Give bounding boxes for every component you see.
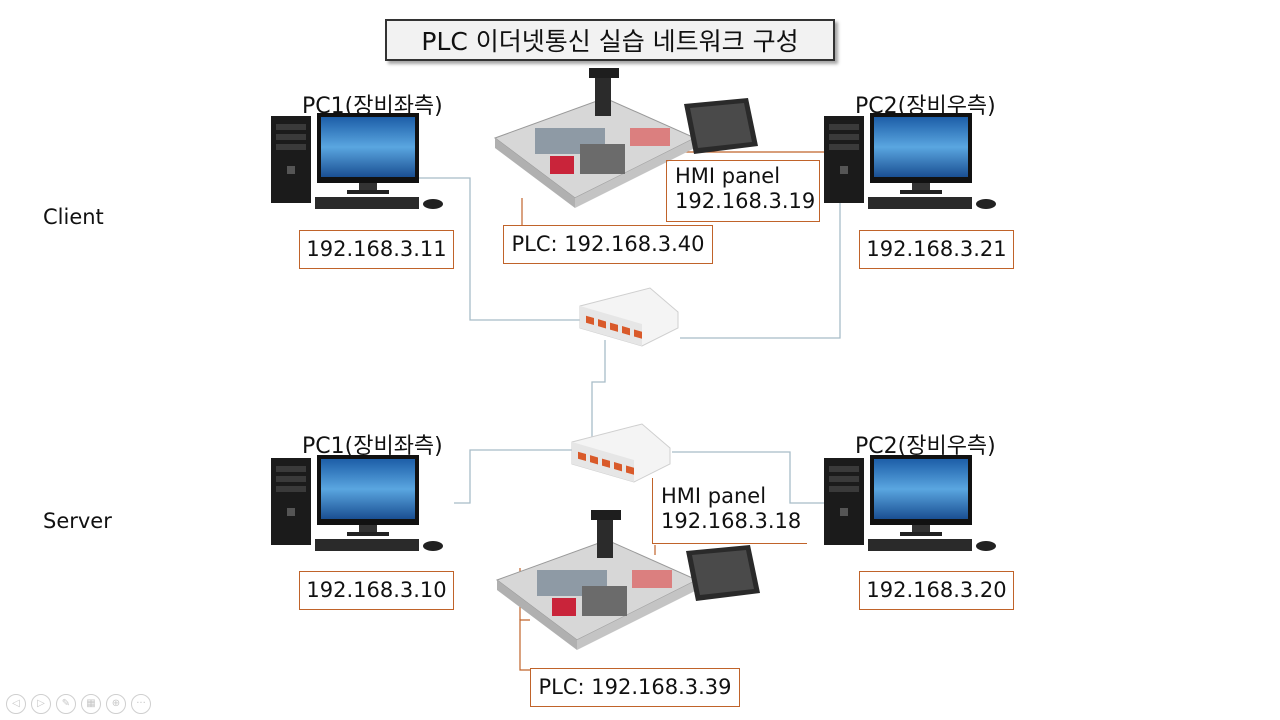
- client-network-switch-icon: [579, 287, 679, 347]
- zoom-icon[interactable]: ⊕: [106, 694, 126, 714]
- server-pc1-name: PC1(장비좌측): [302, 434, 443, 459]
- server-pc1-computer-icon: [271, 455, 443, 551]
- client-pc1-name: PC1(장비좌측): [302, 94, 443, 119]
- client-pc1-ip: 192.168.3.11: [299, 230, 454, 269]
- server-network-switch-icon: [571, 423, 671, 483]
- previous-icon[interactable]: ◁: [6, 694, 26, 714]
- client-hmi-name: HMI panel: [675, 164, 781, 188]
- next-icon[interactable]: ▷: [31, 694, 51, 714]
- client-plc-trainer-image: [494, 67, 696, 209]
- client-hmi-panel-image: [684, 98, 758, 154]
- client-pc1-computer-icon: [271, 113, 443, 209]
- server-hmi-ip: 192.168.3.18: [661, 509, 802, 533]
- server-pc2-name: PC2(장비우측): [855, 434, 996, 459]
- client-pc2-ip: 192.168.3.21: [859, 230, 1014, 269]
- slides-icon[interactable]: ▦: [81, 694, 101, 714]
- server-hmi-name: HMI panel: [661, 484, 767, 508]
- page-title: PLC 이더넷통신 실습 네트워크 구성: [385, 19, 835, 61]
- client-plc-ip: PLC: 192.168.3.40: [503, 225, 713, 264]
- client-pc2-name: PC2(장비우측): [855, 94, 996, 119]
- server-section-label: Server: [43, 509, 112, 533]
- server-pc1-ip: 192.168.3.10: [299, 571, 454, 610]
- slideshow-toolbar: ◁ ▷ ✎ ▦ ⊕ ···: [6, 694, 151, 714]
- more-icon[interactable]: ···: [131, 694, 151, 714]
- server-pc2-computer-icon: [824, 455, 996, 551]
- client-hmi-info: HMI panel 192.168.3.19: [666, 160, 820, 222]
- client-hmi-ip: 192.168.3.19: [675, 189, 816, 213]
- client-pc2-computer-icon: [824, 113, 996, 209]
- server-hmi-info: HMI panel 192.168.3.18: [652, 478, 807, 544]
- server-hmi-panel-image: [686, 545, 760, 601]
- server-pc2-ip: 192.168.3.20: [859, 571, 1014, 610]
- client-section-label: Client: [43, 205, 104, 229]
- server-plc-ip: PLC: 192.168.3.39: [530, 668, 740, 707]
- pen-icon[interactable]: ✎: [56, 694, 76, 714]
